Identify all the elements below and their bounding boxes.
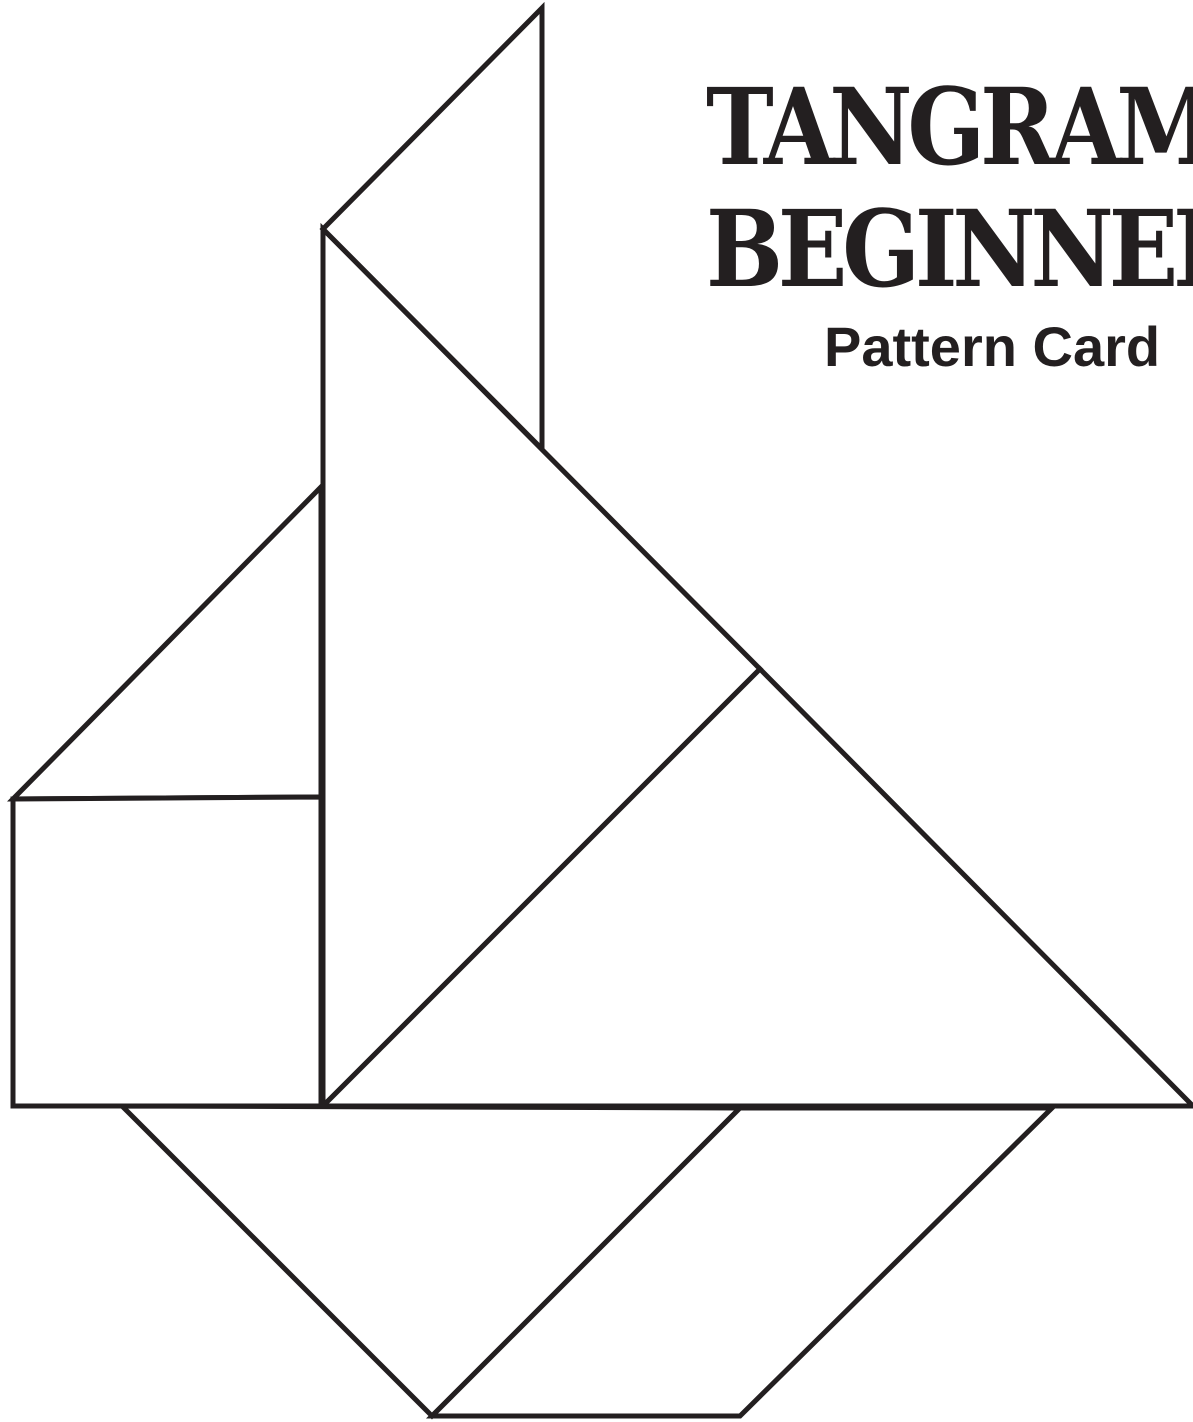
square — [13, 797, 321, 1106]
subtitle: Pattern Card — [824, 319, 1160, 375]
title-line-1: TANGRAM — [706, 74, 1193, 180]
medium-triangle-left — [13, 487, 321, 799]
title-line-2: BEGINNER — [706, 196, 1193, 302]
